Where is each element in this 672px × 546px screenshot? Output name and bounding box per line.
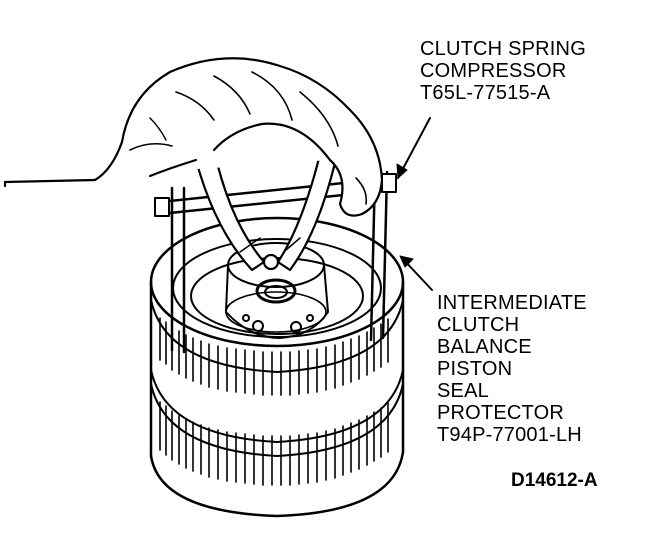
protector-callout-line-1: INTERMEDIATE: [437, 292, 587, 314]
compressor-callout-line-3: T65L-77515-A: [420, 82, 551, 104]
figure-id: D14612-A: [511, 470, 598, 491]
drum-splines-lower: [159, 401, 389, 486]
protector-callout-line-4: PISTON: [437, 358, 513, 380]
protector-callout-line-6: PROTECTOR: [437, 402, 564, 424]
compressor-callout-line-2: COMPRESSOR: [420, 60, 567, 82]
clutch-drum: [149, 216, 405, 518]
protector-callout-line-3: BALANCE: [437, 336, 532, 358]
snap-ring-pliers: [194, 144, 340, 272]
compressor-callout: CLUTCH SPRING COMPRESSOR T65L-77515-A: [420, 38, 586, 104]
callout-leader-compressor: [396, 117, 431, 179]
protector-callout-line-7: T94P-77001-LH: [437, 424, 582, 446]
protector-callout-line-2: CLUTCH: [437, 314, 520, 336]
protector-callout-line-5: SEAL: [437, 380, 489, 402]
hand-illustration: [3, 57, 384, 217]
protector-callout: INTERMEDIATE CLUTCH BALANCE PISTON SEAL …: [437, 292, 587, 446]
seal-protector-hub: [225, 242, 329, 339]
callout-leader-protector: [399, 255, 433, 291]
compressor-callout-line-1: CLUTCH SPRING: [420, 38, 586, 60]
